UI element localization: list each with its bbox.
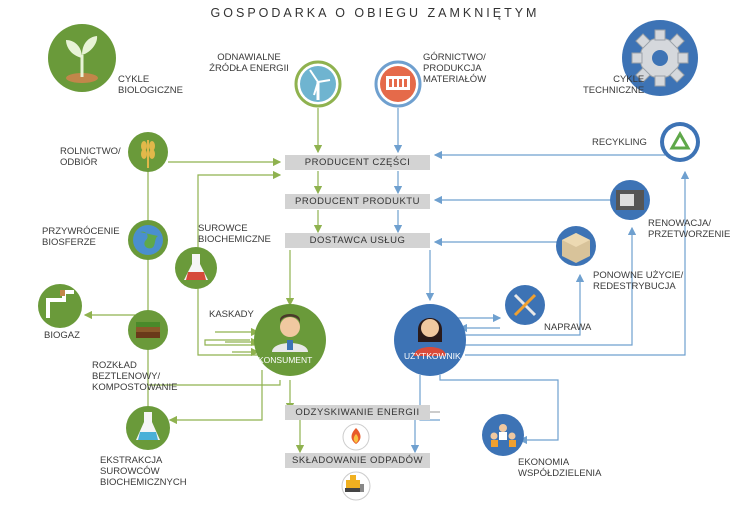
label-renowacja: RENOWACJA/PRZETWORZENIE <box>648 218 731 240</box>
label-kaskady: KASKADY <box>209 309 254 320</box>
soil-icon <box>128 310 168 350</box>
sprout-icon <box>48 24 116 92</box>
label-konsument: KONSUMENT <box>258 355 313 365</box>
wheat-icon <box>128 132 168 172</box>
label-ponowne: PONOWNE UŻYCIE/REDESTRYBUCJA <box>593 270 684 292</box>
label-recykling: RECYKLING <box>592 137 647 148</box>
people-icon <box>482 414 524 456</box>
box-dostawca-uslug: DOSTAWCA USŁUG <box>285 233 430 248</box>
package-icon <box>556 226 596 266</box>
label-uzytkownik: UŻYTKOWNIK <box>404 351 461 361</box>
bulldozer-icon <box>341 471 371 501</box>
pipe-icon <box>38 284 82 328</box>
label-rolnictwo: ROLNICTWO/ODBIÓR <box>60 146 121 168</box>
flask-icon <box>126 406 170 450</box>
wind-turbine-icon <box>294 60 342 108</box>
label-biogaz: BIOGAZ <box>44 330 80 341</box>
gear-icon <box>622 20 698 96</box>
box-skladowanie-odpadow: SKŁADOWANIE ODPADÓW <box>285 453 430 468</box>
person-icon <box>254 304 326 376</box>
fire-icon <box>342 423 370 451</box>
label-naprawa: NAPRAWA <box>544 322 592 333</box>
recycle-icon <box>660 122 700 162</box>
flask-icon <box>175 247 217 289</box>
box-odzyskiwanie-energii: ODZYSKIWANIE ENERGII <box>285 405 430 420</box>
factory-icon <box>374 60 422 108</box>
diagram-title: GOSPODARKA O OBIEGU ZAMKNIĘTYM <box>210 6 540 20</box>
woman-icon <box>394 304 466 376</box>
box-producent-produktu: PRODUCENT PRODUKTU <box>285 194 430 209</box>
globe-icon <box>128 220 168 260</box>
tools-icon <box>505 285 545 325</box>
technical-flow-lines <box>393 108 690 454</box>
box-producent-czesci: PRODUCENT CZĘŚCI <box>285 155 430 170</box>
machine-icon <box>610 180 650 220</box>
